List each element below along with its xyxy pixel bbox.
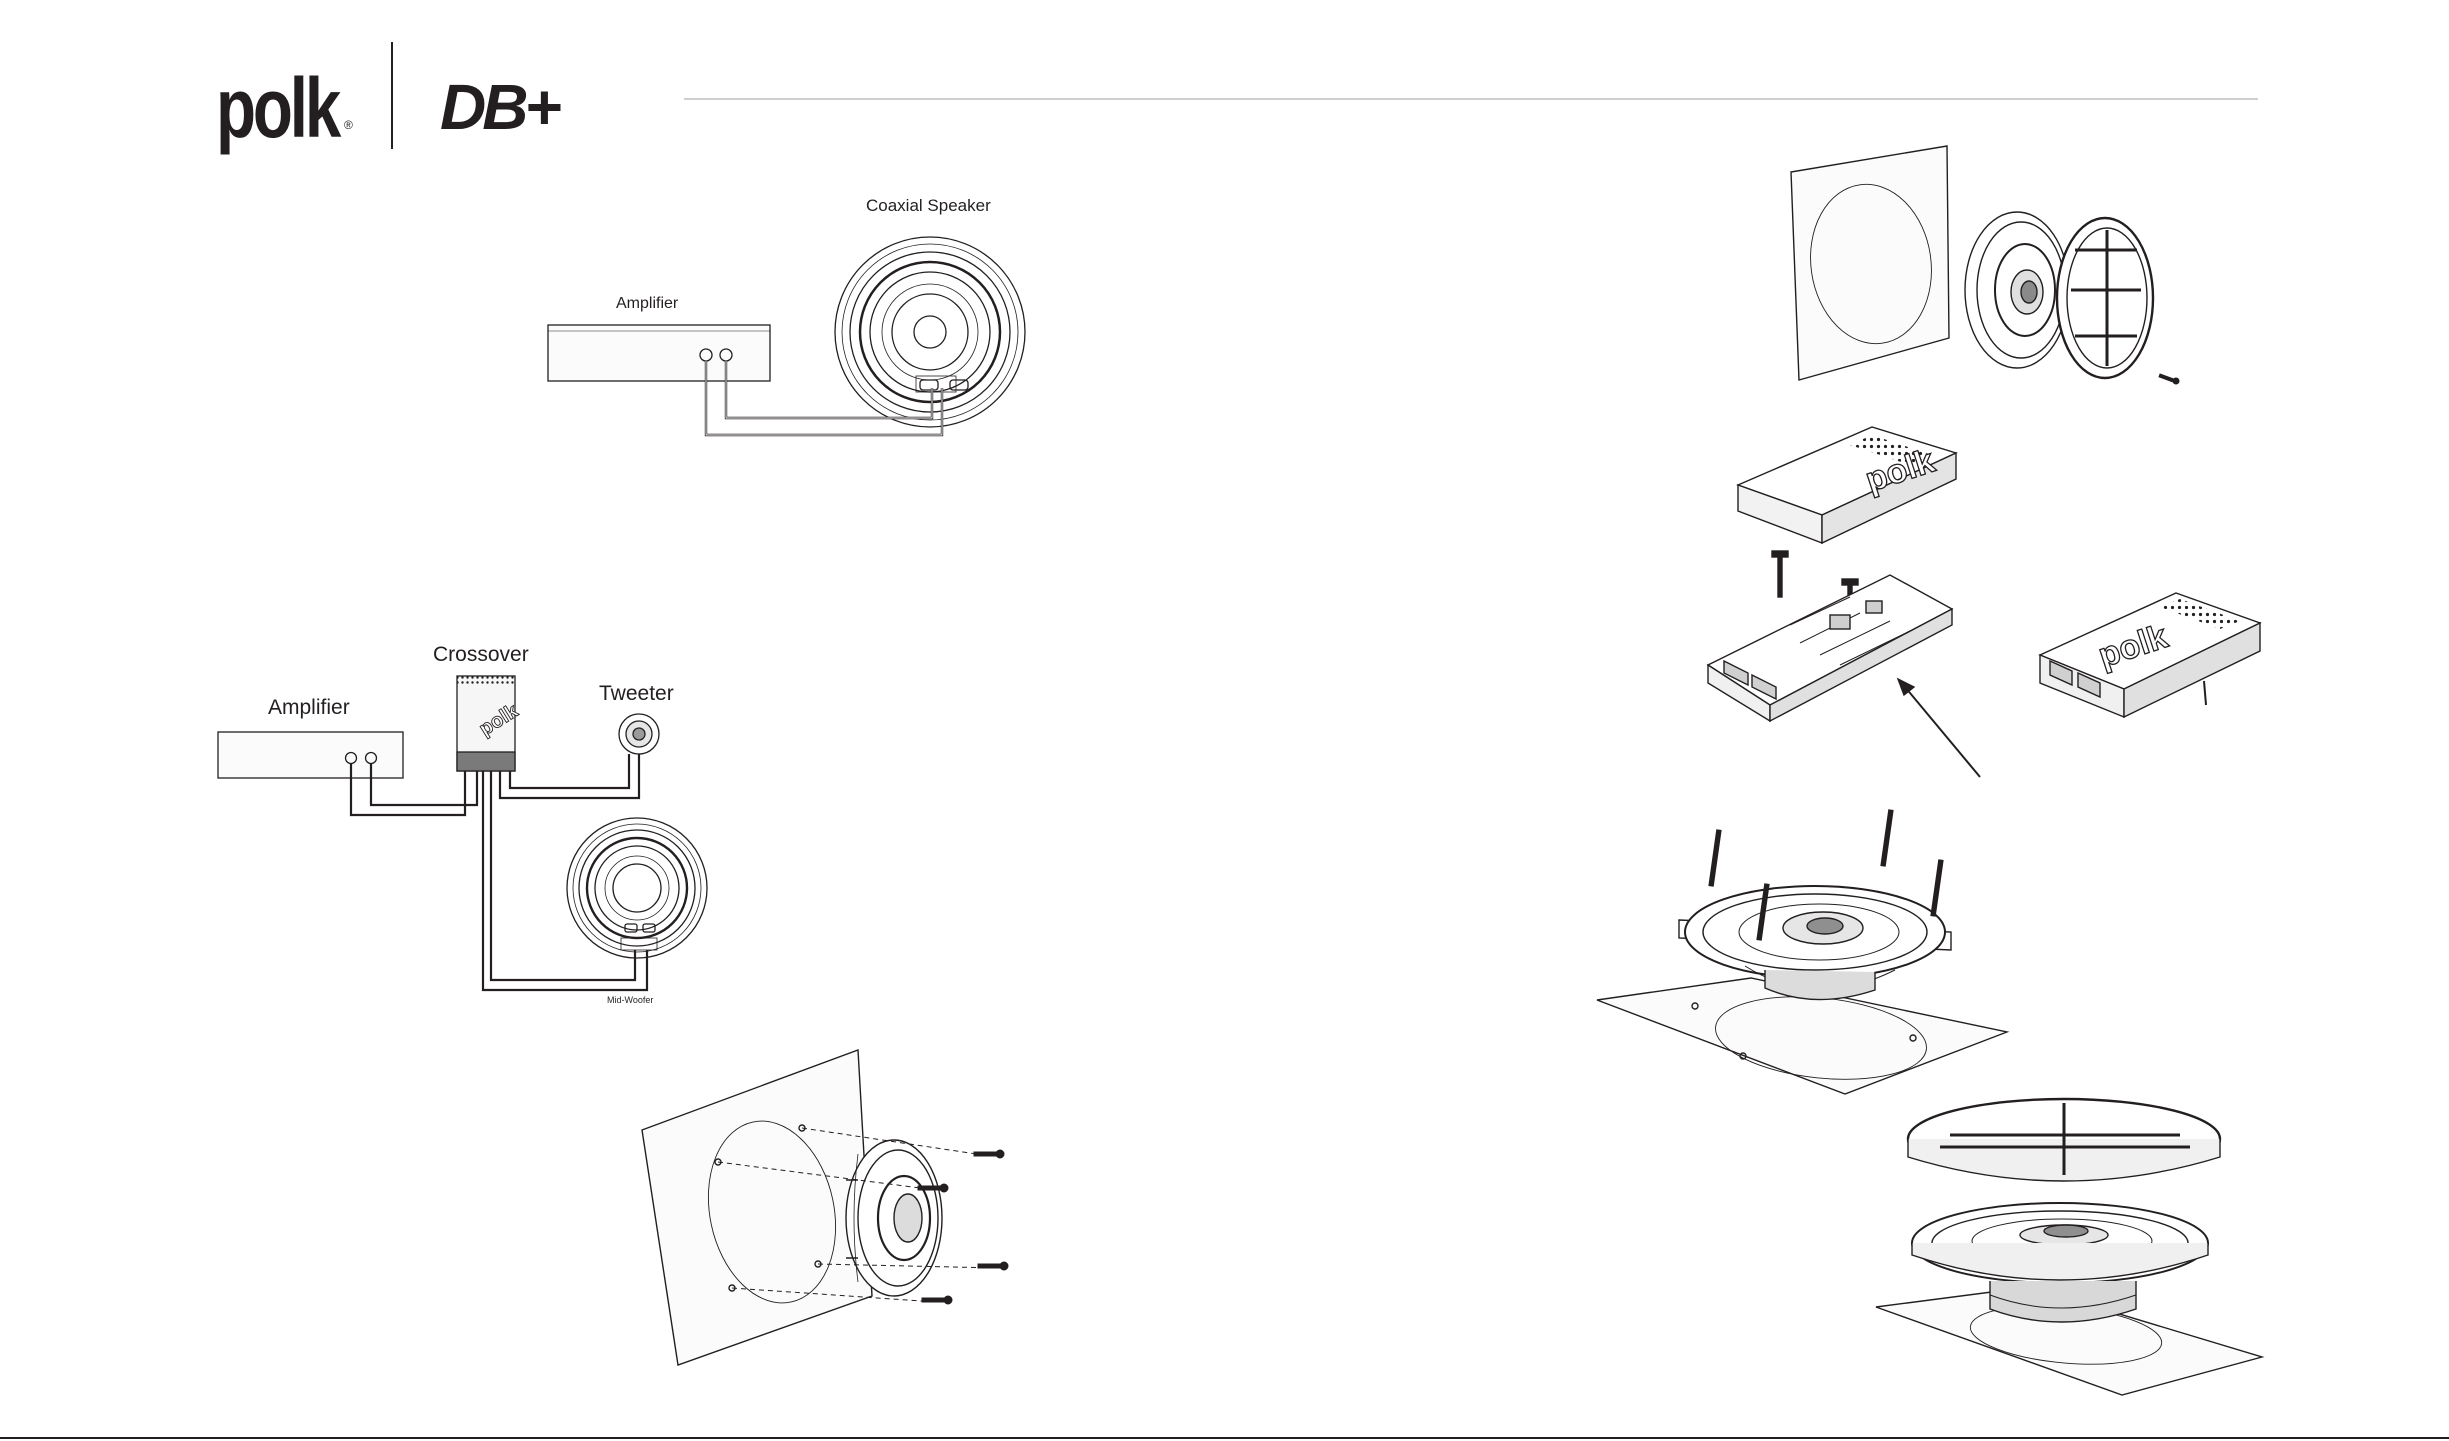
footer-rule (0, 1437, 2449, 1439)
coaxial-wiring-drawing (540, 190, 1060, 450)
registered-mark: ® (344, 118, 353, 132)
component-wiring-diagram: Amplifier Crossover Tweeter Mid-Woofer (215, 640, 735, 1020)
db-plus-logo-text: DB+ (440, 71, 558, 143)
mounting-panel (642, 1050, 872, 1365)
header: polk ® DB+ (0, 0, 2449, 160)
grille-install-diagram (1785, 140, 2185, 420)
oval-speaker-mount-diagram (1595, 800, 2015, 1110)
polk-logo-text: polk (216, 61, 338, 155)
coaxial-wiring-diagram: Coaxial Speaker Amplifier (540, 190, 1060, 450)
crossover-mount-drawing: polk polk (1700, 415, 2260, 795)
logo-divider (391, 42, 393, 149)
grille-install-drawing (1785, 140, 2185, 420)
coaxial-install-drawing (636, 1040, 1036, 1370)
oval-speaker-mount-drawing (1595, 800, 2015, 1110)
component-wiring-drawing: polk (215, 640, 735, 1020)
six-by-nine-grille (1908, 1099, 2220, 1181)
polk-logo: polk (216, 60, 338, 157)
six-by-nine-install-diagram (1870, 1095, 2270, 1405)
crossover-arrow (1898, 679, 1980, 777)
coaxial-speaker (1965, 212, 2069, 368)
speaker-grille (2057, 218, 2153, 378)
amplifier-box (548, 325, 770, 381)
coaxial-install-diagram (636, 1040, 1036, 1370)
coaxial-speaker-front (835, 237, 1025, 427)
six-by-nine-install-drawing (1870, 1095, 2270, 1405)
header-rule (684, 98, 2258, 100)
door-panel (1791, 146, 1949, 380)
db-plus-logo: DB+ (440, 70, 558, 144)
mid-woofer-front (567, 818, 707, 958)
crossover-mount-diagram: polk polk (1700, 415, 2260, 795)
grille-screw (2159, 374, 2179, 384)
